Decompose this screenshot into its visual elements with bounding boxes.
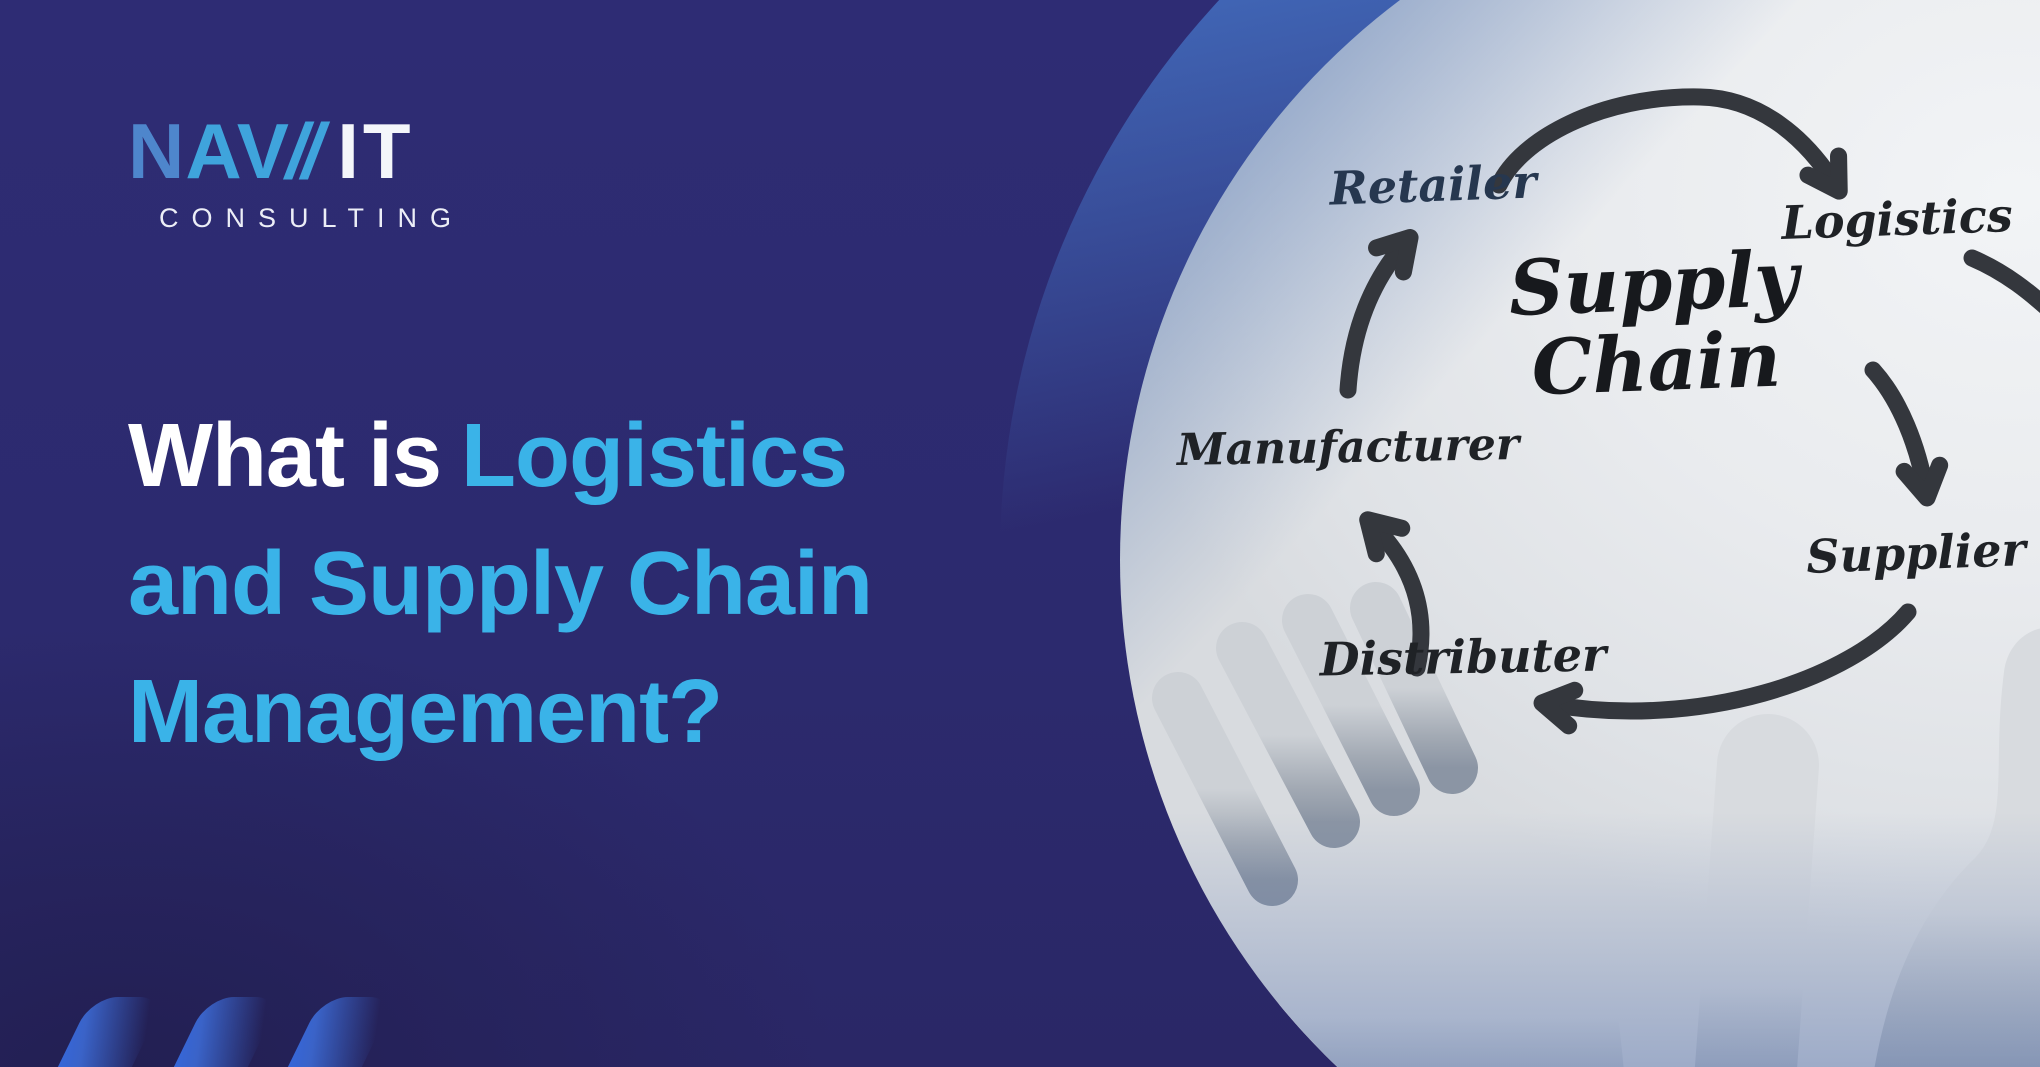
logo-subtitle: CONSULTING [159, 203, 465, 233]
title-prefix: What is [128, 406, 442, 506]
diagram-label-manufacturer: Manufacturer [1176, 419, 1520, 476]
title-highlight: Logistics [461, 406, 848, 506]
logo-letter-n: N [128, 107, 186, 195]
diagram-center-line2: Chain [1530, 314, 1783, 413]
diagram-label-retailer: Retailer [1328, 154, 1538, 216]
chevron-icon [0, 997, 166, 1067]
diagram-label-distributer: Distributer [1319, 627, 1607, 687]
diagram-center-title: Supply Chain [1507, 234, 1803, 413]
logo-letters-it: IT [337, 107, 415, 195]
photo-circle [1120, 0, 2040, 1067]
logo-slashes-icon: // [285, 107, 323, 195]
logo: NAV//IT [128, 112, 415, 190]
page-title-line3: Management? [128, 662, 723, 762]
page-title-line2: and Supply Chain [128, 534, 873, 634]
logo-letters-av: AV [185, 107, 290, 195]
diagram-label-logistics: Logistics [1780, 187, 2014, 251]
diagram-label-supplier: Supplier [1805, 522, 2027, 584]
